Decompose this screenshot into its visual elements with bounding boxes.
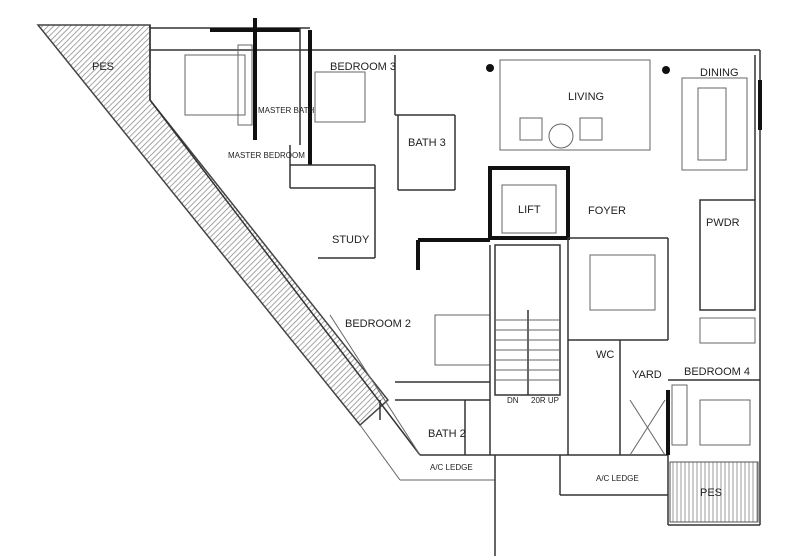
label-pes-small: PES (700, 487, 722, 499)
kitchen-walls (567, 237, 669, 456)
label-foyer: FOYER (588, 205, 626, 217)
label-pes-main: PES (92, 61, 114, 73)
label-bath-3: BATH 3 (408, 137, 446, 149)
diagonal-wall (149, 99, 421, 456)
label-dining: DINING (700, 67, 739, 79)
master-suite-walls (184, 18, 375, 189)
label-lift: LIFT (518, 204, 541, 216)
label-ac-ledge-1: A/C LEDGE (430, 463, 473, 472)
label-yard: YARD (632, 369, 662, 381)
pes-terrace (36, 24, 390, 427)
label-study: STUDY (332, 234, 370, 246)
staircase (494, 244, 561, 396)
label-master-bedroom: MASTER BEDROOM (228, 151, 305, 160)
bath-3-walls (394, 55, 456, 191)
label-bedroom-3: BEDROOM 3 (330, 61, 396, 73)
label-bath-2: BATH 2 (428, 428, 466, 440)
lift-shaft (488, 166, 570, 240)
label-bedroom-2: BEDROOM 2 (345, 318, 411, 330)
bedroom-2-walls (379, 245, 491, 455)
bedroom-4-walls (668, 379, 760, 446)
label-stair-up: 20R UP (531, 396, 559, 405)
label-bedroom-4: BEDROOM 4 (684, 366, 750, 378)
label-stair-down: DN (507, 396, 519, 405)
label-ac-ledge-2: A/C LEDGE (596, 474, 639, 483)
label-pwdr: PWDR (706, 217, 740, 229)
label-living: LIVING (568, 91, 604, 103)
label-wc: WC (596, 349, 614, 361)
label-master-bath: MASTER BATH (258, 106, 315, 115)
dining-table (681, 77, 748, 171)
pes-balcony (669, 461, 759, 523)
powder-room-walls (699, 199, 756, 344)
living-furniture (486, 59, 670, 151)
